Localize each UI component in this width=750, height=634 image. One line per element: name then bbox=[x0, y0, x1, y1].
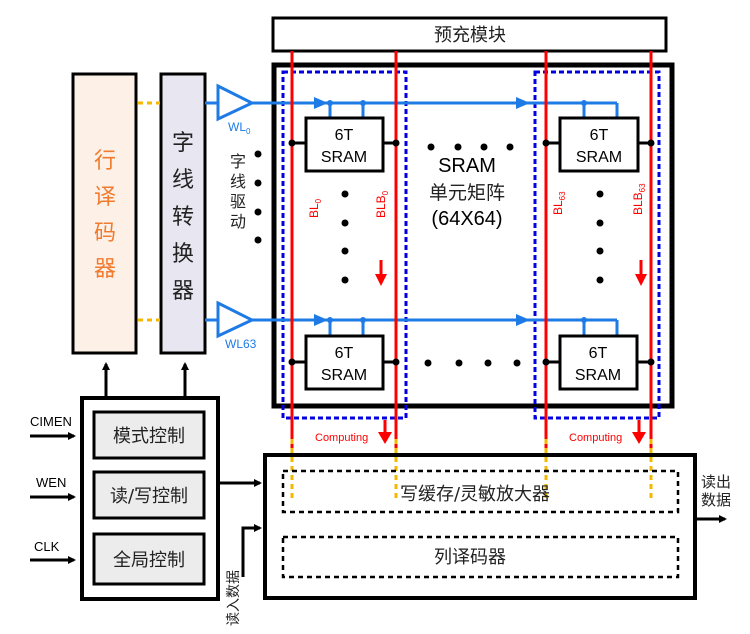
wen-label: WEN bbox=[36, 475, 66, 490]
svg-text:线: 线 bbox=[230, 172, 246, 191]
periphery-block bbox=[263, 453, 697, 600]
svg-text:单元矩阵: 单元矩阵 bbox=[429, 182, 505, 204]
row-decoder-char: 译 bbox=[94, 185, 116, 210]
read-out-label-2: 数据 bbox=[701, 491, 731, 509]
svg-text:6T: 6T bbox=[589, 345, 608, 362]
blb0-label: BLB0 bbox=[374, 190, 390, 218]
row-decoder-char: 器 bbox=[94, 257, 116, 282]
global-control bbox=[92, 532, 206, 586]
precharge-module: 预充模块 bbox=[271, 16, 668, 53]
column-decoder bbox=[281, 535, 680, 579]
wordline-converter: 字 线 转 换 器 bbox=[159, 72, 207, 355]
mode-control bbox=[92, 410, 206, 460]
sram-array-boundary bbox=[271, 62, 675, 409]
wl0-label: WL0 bbox=[228, 120, 251, 136]
array-title: SRAM 单元矩阵 (64X64) bbox=[429, 155, 505, 230]
computing-label-left: Computing bbox=[315, 432, 368, 444]
wl0-driver: WL0 bbox=[205, 83, 256, 136]
wl63-label: WL63 bbox=[225, 337, 257, 351]
computing-label-right: Computing bbox=[569, 432, 622, 444]
sram-cell-r63-c0: 6T SRAM bbox=[288, 334, 400, 391]
cimen-label: CIMEN bbox=[30, 414, 72, 429]
row-decoder-char: 码 bbox=[94, 221, 116, 246]
wl-converter-char: 线 bbox=[172, 168, 194, 193]
sram-cell-r63-c63: 6T SRAM bbox=[542, 334, 655, 391]
svg-text:SRAM: SRAM bbox=[321, 149, 367, 166]
ellipsis-dots bbox=[341, 143, 604, 367]
svg-text:SRAM: SRAM bbox=[575, 367, 621, 384]
write-buffer-sense-amp bbox=[281, 469, 680, 514]
wordline-driver-label: 字 线 驱 动 bbox=[230, 150, 262, 244]
write-in-label: 读入数据 bbox=[225, 570, 242, 626]
sram-cell-r0-c63: 6T SRAM bbox=[542, 116, 655, 173]
svg-text:SRAM: SRAM bbox=[321, 367, 367, 384]
svg-text:(64X64): (64X64) bbox=[431, 208, 502, 230]
global-control-label: 全局控制 bbox=[113, 550, 185, 571]
sram-cell-r0-c0: 6T SRAM bbox=[288, 116, 400, 173]
wl-converter-char: 换 bbox=[172, 242, 194, 267]
svg-text:动: 动 bbox=[230, 212, 246, 231]
rw-control-label: 读/写控制 bbox=[110, 486, 188, 507]
bl0-label: BL0 bbox=[307, 198, 323, 218]
row-decoder-char: 行 bbox=[94, 149, 116, 174]
svg-text:驱: 驱 bbox=[230, 192, 246, 211]
wl63-driver: WL63 bbox=[205, 300, 257, 351]
column-decoder-label: 列译码器 bbox=[434, 547, 506, 568]
mode-control-label: 模式控制 bbox=[113, 426, 185, 447]
control-block: 模式控制 读/写控制 全局控制 bbox=[80, 396, 220, 601]
svg-text:6T: 6T bbox=[590, 127, 609, 144]
wordline-0 bbox=[252, 97, 619, 117]
bitlines bbox=[290, 51, 653, 500]
row-decoder: 行 译 码 器 bbox=[71, 72, 138, 355]
bl63-label: BL63 bbox=[551, 191, 567, 215]
column-group-0 bbox=[281, 70, 408, 420]
rw-control bbox=[92, 470, 206, 520]
wl-converter-char: 转 bbox=[172, 205, 194, 230]
svg-text:SRAM: SRAM bbox=[438, 155, 496, 177]
write-buffer-sa-label: 写缓存/灵敏放大器 bbox=[400, 484, 550, 505]
svg-text:SRAM: SRAM bbox=[576, 149, 622, 166]
computing-arrows bbox=[375, 260, 647, 444]
svg-text:6T: 6T bbox=[335, 127, 354, 144]
svg-text:6T: 6T bbox=[335, 345, 354, 362]
write-in-arrow bbox=[241, 524, 262, 577]
blb63-label: BLB63 bbox=[631, 183, 647, 215]
wordline-63 bbox=[252, 314, 619, 335]
read-out-label-1: 读出 bbox=[701, 473, 731, 491]
clk-label: CLK bbox=[34, 539, 60, 554]
precharge-label: 预充模块 bbox=[434, 25, 506, 46]
column-group-63 bbox=[533, 70, 661, 420]
wl-converter-char: 器 bbox=[172, 279, 194, 304]
wl-converter-char: 字 bbox=[172, 131, 194, 156]
svg-text:字: 字 bbox=[230, 152, 246, 171]
